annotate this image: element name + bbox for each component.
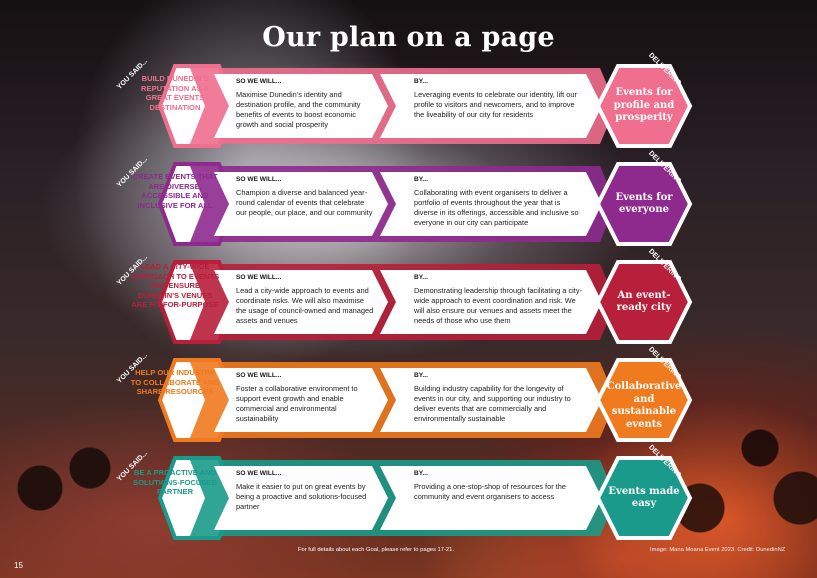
footer-note: For full details about each Goal, please… (298, 547, 454, 553)
row-shapes (157, 162, 693, 246)
plan-row: YOU SAID...HELP OUR INDUSTRY TO COLLABOR… (0, 346, 817, 446)
delivering-text: Events made easy (608, 485, 680, 510)
so-we-will-text: Foster a collaborative environment to su… (236, 384, 358, 423)
by-heading: BY... (414, 470, 428, 477)
by-text: Leveraging events to celebrate our ident… (414, 90, 577, 119)
row-shapes (157, 260, 693, 344)
so-we-will-heading: SO WE WILL... (236, 176, 282, 183)
by-panel (380, 466, 602, 530)
you-said-text: BE A PROACTIVE AND SOLUTIONS-FOCUSED PAR… (133, 468, 217, 497)
so-we-will-text: Maximise Dunedin's identity and destinat… (236, 90, 361, 129)
so-we-will-panel (214, 368, 388, 432)
delivering-text: Events for profile and prosperity (613, 87, 675, 124)
page-number: 15 (14, 561, 23, 570)
so-we-will-heading: SO WE WILL... (236, 274, 282, 281)
image-credit: Image: Mana Moana Event 2023. Credit: Du… (650, 547, 786, 553)
so-we-will-text: Champion a diverse and balanced year-rou… (236, 188, 373, 217)
so-we-will-panel (214, 74, 388, 138)
by-panel (380, 368, 602, 432)
row-shapes (157, 64, 693, 148)
plan-row: YOU SAID...CREATE EVENTS THAT ARE DIVERS… (0, 150, 817, 250)
delivering-badge (595, 162, 693, 246)
page-title: Our plan on a page (262, 22, 555, 53)
so-we-will-panel (214, 270, 388, 334)
so-we-will-text: Lead a city-wide approach to events and … (236, 286, 374, 325)
so-we-will-panel (214, 466, 388, 530)
so-we-will-heading: SO WE WILL... (236, 78, 282, 85)
delivering-badge (595, 64, 693, 148)
delivering-text: An event-ready city (616, 289, 672, 314)
by-heading: BY... (414, 274, 428, 281)
by-heading: BY... (414, 78, 428, 85)
delivering-badge (595, 456, 693, 540)
by-heading: BY... (414, 372, 428, 379)
by-text: Providing a one-stop-shop of resources f… (414, 482, 567, 501)
by-panel (380, 74, 602, 138)
you-said-text: CREATE EVENTS THAT ARE DIVERSE, ACCESSIB… (132, 172, 218, 210)
by-panel (380, 270, 602, 334)
delivering-text: Collaborative and sustainable events (606, 381, 682, 430)
delivering-badge (595, 260, 693, 344)
delivering-badge (595, 358, 693, 442)
you-said-text: HELP OUR INDUSTRY TO COLLABORATE AND SHA… (130, 368, 220, 397)
row-shapes (157, 358, 693, 442)
so-we-will-text: Make it easier to put on great events by… (236, 482, 367, 511)
by-text: Collaborating with event organisers to d… (414, 188, 579, 227)
plan-row: YOU SAID...BUILD DUNEDIN'S REPUTATION AS… (0, 52, 817, 152)
so-we-will-heading: SO WE WILL... (236, 372, 282, 379)
by-text: Building industry capability for the lon… (414, 384, 571, 423)
you-said-text: LEAD A CITY-WIDE APPROACH TO EVENTS AND … (130, 262, 220, 310)
row-shapes (157, 456, 693, 540)
plan-row: YOU SAID...BE A PROACTIVE AND SOLUTIONS-… (0, 444, 817, 544)
by-panel (380, 172, 602, 236)
so-we-will-panel (214, 172, 388, 236)
by-heading: BY... (414, 176, 428, 183)
so-we-will-heading: SO WE WILL... (236, 470, 282, 477)
plan-row: YOU SAID...LEAD A CITY-WIDE APPROACH TO … (0, 248, 817, 348)
by-text: Demonstrating leadership through facilit… (414, 286, 583, 325)
you-said-text: BUILD DUNEDIN'S REPUTATION AS A GREAT EV… (141, 74, 209, 112)
delivering-text: Events for everyone (615, 191, 673, 216)
